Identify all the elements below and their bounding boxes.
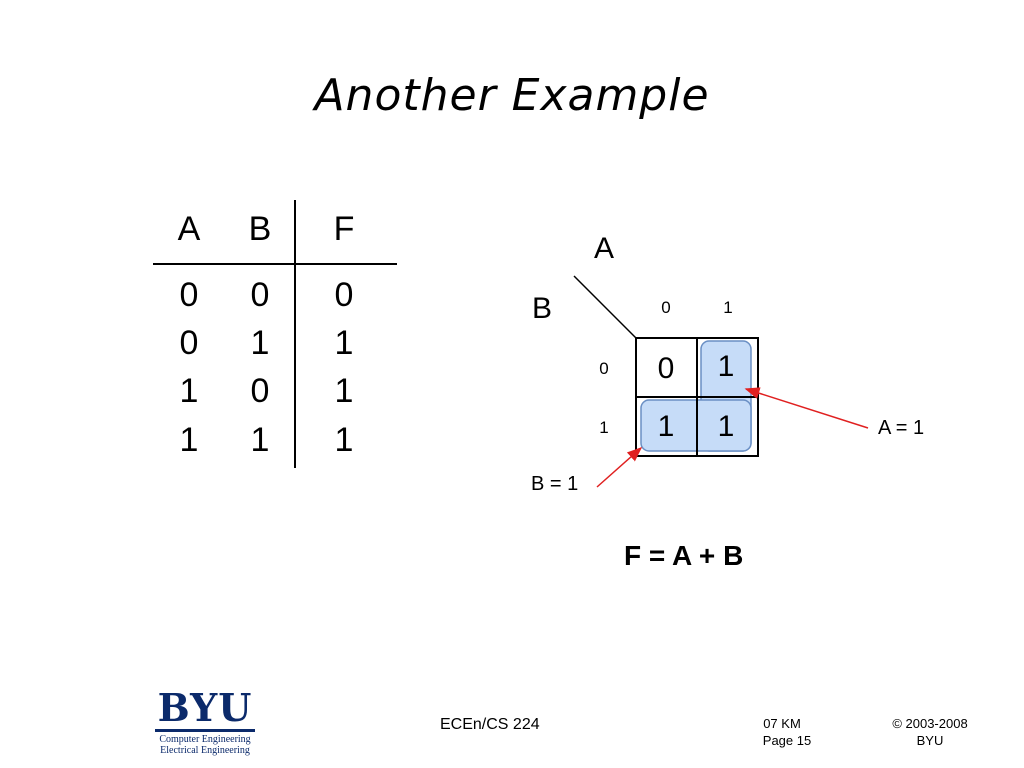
slide-title: Another Example	[314, 70, 710, 121]
truth-table-header-f: F	[333, 210, 355, 248]
footer-org: BYU	[916, 733, 944, 748]
truth-table-cell: 1	[250, 421, 270, 459]
arrow-a	[744, 387, 869, 429]
logo-divider	[155, 729, 255, 732]
truth-table-header-b: B	[248, 210, 272, 248]
truth-table-cell: 1	[179, 372, 199, 410]
kmap-cell: 1	[717, 350, 735, 383]
kmap-col-label: 1	[723, 298, 733, 317]
logo-line2: Electrical Engineering	[160, 745, 250, 756]
logo-line1: Computer Engineering	[159, 734, 251, 745]
truth-table-header-a: A	[177, 210, 201, 248]
truth-table-cell: 1	[250, 324, 270, 362]
kmap-row-label: 1	[599, 418, 609, 437]
boolean-equation: F = A + B	[624, 540, 744, 571]
annotation-a: A = 1	[878, 417, 925, 439]
footer-course: ECEn/CS 224	[440, 716, 540, 733]
truth-table-cell: 1	[334, 421, 354, 459]
truth-table-cell: 0	[250, 372, 270, 410]
footer-copyright: © 2003-2008	[892, 716, 968, 731]
kmap-cell: 1	[657, 410, 675, 443]
logo-text: BYU	[157, 685, 253, 730]
kmap-col-label: 0	[661, 298, 671, 317]
annotation-b: B = 1	[531, 473, 579, 495]
kmap-row-var: B	[532, 292, 553, 325]
kmap-diagonal	[573, 275, 637, 339]
truth-table-cell: 0	[179, 276, 199, 314]
truth-table-cell: 0	[334, 276, 354, 314]
truth-table-cell: 0	[179, 324, 199, 362]
kmap-row-label: 0	[599, 359, 609, 378]
footer-author: 07 KM	[763, 716, 801, 731]
byu-logo: BYU Computer Engineering Electrical Engi…	[155, 688, 255, 756]
truth-table-cell: 1	[334, 324, 354, 362]
truth-table-cell: 1	[334, 372, 354, 410]
kmap-cell: 0	[657, 352, 675, 385]
truth-table-cell: 1	[179, 421, 199, 459]
kmap-cell: 1	[717, 410, 735, 443]
footer-page: Page 15	[762, 733, 812, 748]
truth-table-cell: 0	[250, 276, 270, 314]
arrow-b	[596, 447, 643, 488]
kmap-col-var: A	[594, 232, 615, 265]
